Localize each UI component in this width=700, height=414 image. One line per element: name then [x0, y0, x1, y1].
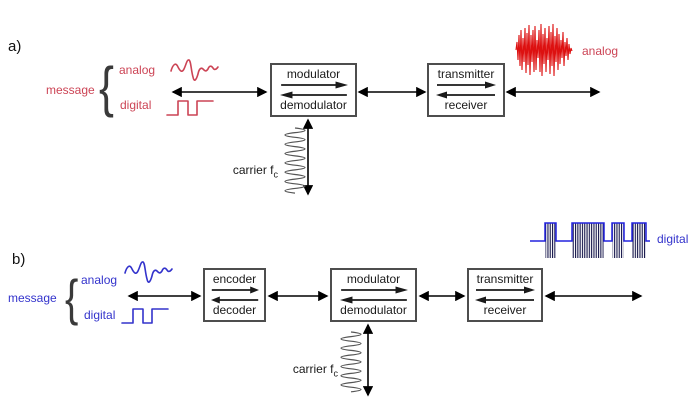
analog-message-wave-a — [170, 59, 219, 81]
left-arrow-icon — [279, 91, 347, 99]
brace-a: { — [99, 55, 114, 118]
digital-option-b: digital — [84, 308, 116, 322]
left-arrow-icon — [475, 296, 534, 304]
analog-message-wave-b — [124, 261, 173, 283]
brace-b: { — [65, 270, 79, 326]
left-arrow-icon — [339, 296, 407, 304]
box-bottom-label: receiver — [483, 303, 527, 317]
right-arrow-icon — [280, 81, 348, 89]
right-arrow-icon — [211, 286, 259, 294]
digital-message-wave-b — [121, 308, 169, 324]
carrier-subscript: c — [333, 368, 339, 379]
analog-option-a: analog — [119, 63, 156, 77]
encoder-decoder-box-b: encoder decoder — [203, 268, 266, 322]
section-label-b: b) — [12, 251, 26, 268]
carrier-coil-a — [284, 127, 306, 194]
box-top-label: transmitter — [437, 67, 495, 81]
connectors-a — [171, 86, 601, 196]
left-arrow-icon — [436, 91, 495, 99]
left-arrow-icon — [210, 296, 258, 304]
box-bottom-label: demodulator — [340, 303, 407, 317]
output-signal-label-b: digital — [657, 232, 689, 246]
output-signal-label-a: analog — [582, 44, 619, 58]
box-top-label: modulator — [286, 67, 341, 81]
carrier-label-b: carrier fc — [292, 362, 339, 379]
message-label-b: message — [8, 291, 57, 305]
right-arrow-icon — [340, 286, 408, 294]
right-arrow-icon — [437, 81, 496, 89]
message-label-a: message — [46, 83, 95, 97]
modulated-analog-wave-a — [515, 23, 573, 77]
section-label-a: a) — [8, 38, 22, 55]
digital-option-a: digital — [120, 98, 152, 112]
carrier-coil-b — [340, 331, 362, 393]
carrier-subscript: c — [273, 169, 279, 180]
box-bottom-label: decoder — [212, 303, 257, 317]
box-top-label: transmitter — [476, 272, 534, 286]
modulator-demodulator-box-a: modulator demodulator — [270, 63, 357, 117]
box-top-label: encoder — [212, 272, 257, 286]
digital-message-wave-a — [166, 100, 214, 116]
box-bottom-label: receiver — [444, 98, 488, 112]
right-arrow-icon — [476, 286, 535, 294]
box-bottom-label: demodulator — [280, 98, 347, 112]
transmitter-receiver-box-a: transmitter receiver — [427, 63, 505, 117]
box-top-label: modulator — [346, 272, 401, 286]
transmitter-receiver-box-b: transmitter receiver — [467, 268, 543, 322]
modulated-digital-wave-b — [530, 222, 650, 258]
modulator-demodulator-box-b: modulator demodulator — [330, 268, 417, 322]
connectors-b — [127, 290, 643, 397]
analog-option-b: analog — [81, 273, 118, 287]
carrier-label-a: carrier fc — [232, 163, 279, 180]
